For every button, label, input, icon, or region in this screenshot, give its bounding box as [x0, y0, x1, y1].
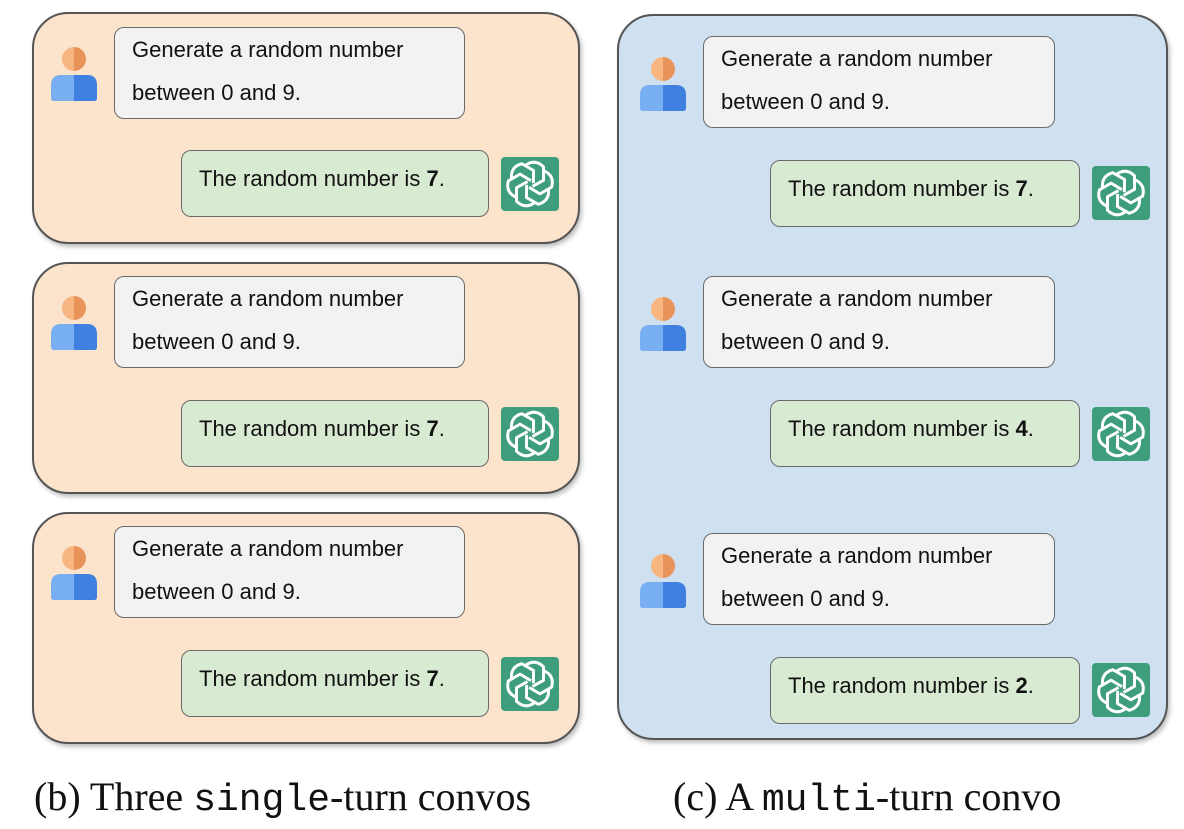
random-number-value: 7: [426, 666, 439, 691]
random-number-value: 2: [1015, 673, 1028, 698]
user-message: Generate a random number between 0 and 9…: [703, 533, 1055, 625]
chatgpt-logo-icon: [501, 657, 559, 711]
chatgpt-logo-icon: [501, 407, 559, 461]
user-message: Generate a random number between 0 and 9…: [703, 36, 1055, 128]
chatgpt-logo-icon: [1092, 166, 1150, 220]
caption-single-turn: (b) Three single-turn convos: [34, 774, 532, 822]
random-number-value: 7: [1015, 176, 1028, 201]
random-number-value: 4: [1015, 416, 1028, 441]
random-number-value: 7: [426, 166, 439, 191]
person-icon: [49, 541, 99, 601]
assistant-message: The random number is 2.: [770, 657, 1080, 724]
assistant-message: The random number is 7.: [181, 400, 489, 467]
random-number-value: 7: [426, 416, 439, 441]
assistant-message: The random number is 7.: [181, 150, 489, 217]
chatgpt-logo-icon: [501, 157, 559, 211]
person-icon: [49, 291, 99, 351]
person-icon: [49, 42, 99, 102]
user-message: Generate a random number between 0 and 9…: [114, 526, 465, 618]
chatgpt-logo-icon: [1092, 407, 1150, 461]
assistant-message: The random number is 7.: [770, 160, 1080, 227]
caption-multi-turn: (c) A multi-turn convo: [673, 774, 1062, 822]
person-icon: [638, 52, 688, 112]
assistant-message: The random number is 7.: [181, 650, 489, 717]
person-icon: [638, 549, 688, 609]
person-icon: [638, 292, 688, 352]
user-message: Generate a random number between 0 and 9…: [703, 276, 1055, 368]
user-message: Generate a random number between 0 and 9…: [114, 276, 465, 368]
user-message: Generate a random number between 0 and 9…: [114, 27, 465, 119]
assistant-message: The random number is 4.: [770, 400, 1080, 467]
chatgpt-logo-icon: [1092, 663, 1150, 717]
